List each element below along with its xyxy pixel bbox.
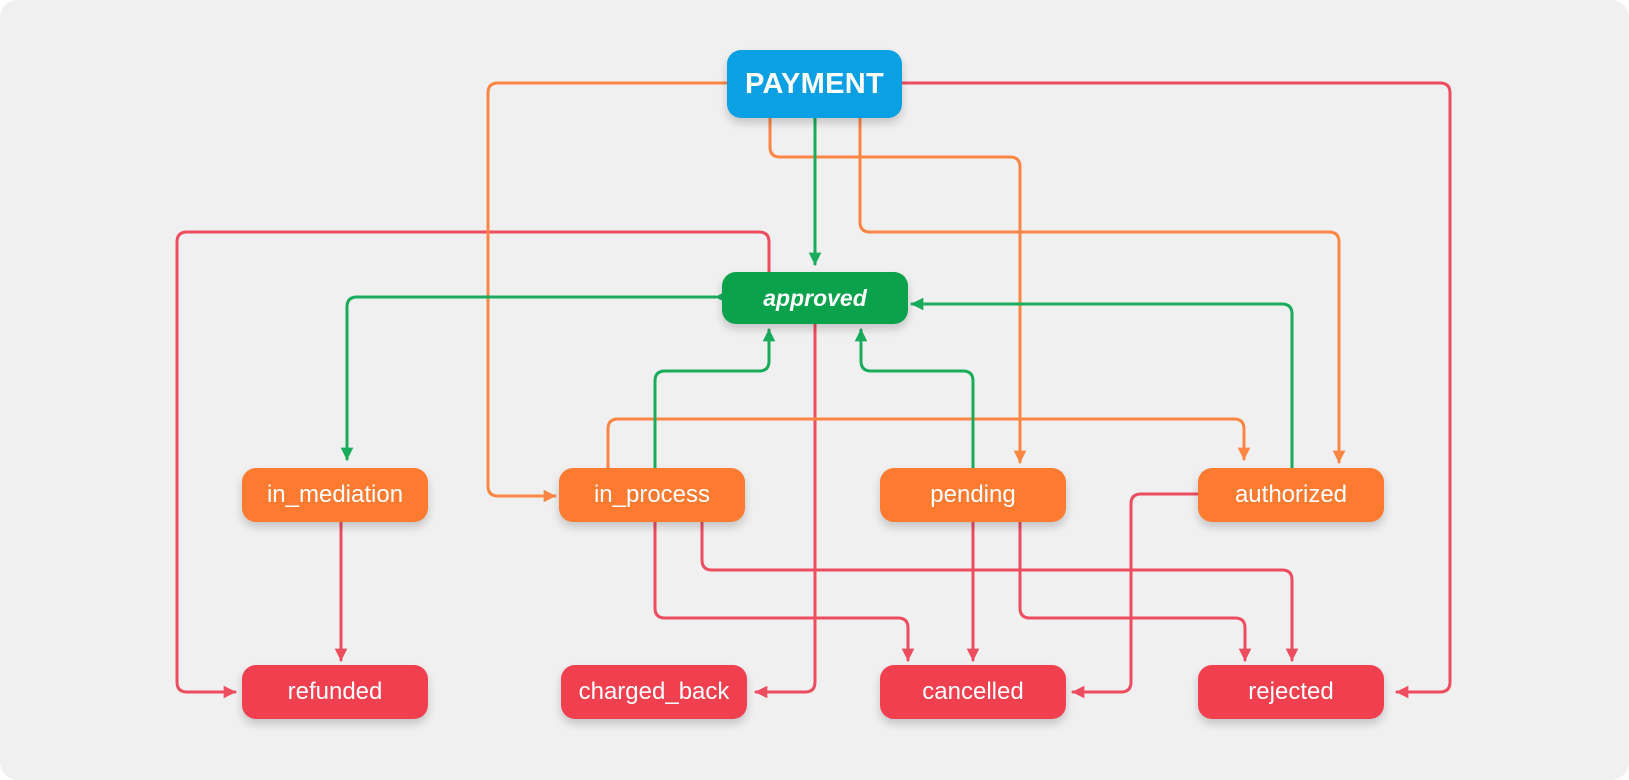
edge-payment-pending [768, 116, 1027, 464]
edge-payment-in-process [486, 81, 729, 503]
edge-in-process-approved [653, 328, 776, 470]
node-in-mediation: in_mediation [242, 468, 428, 522]
node-in-process: in_process [559, 468, 745, 522]
edge-authorized-cancelled [1071, 492, 1200, 699]
edge-approved-in-mediation [340, 290, 728, 461]
edge-in-process-rejected [700, 519, 1299, 662]
node-cancelled: cancelled [880, 665, 1066, 719]
edge-in-process-cancelled [653, 519, 915, 662]
edge-approved-charged-back [754, 320, 817, 699]
edge-payment-rejected [898, 81, 1452, 699]
edge-authorized-approved [910, 297, 1294, 470]
node-pending: pending [880, 468, 1066, 522]
node-rejected: rejected [1198, 665, 1384, 719]
node-payment: PAYMENT [727, 50, 902, 118]
edge-payment-authorized [858, 116, 1346, 464]
node-refunded: refunded [242, 665, 428, 719]
edge-approved-refunded [175, 230, 771, 699]
edge-pending-approved [854, 328, 975, 470]
node-charged-back: charged_back [561, 665, 747, 719]
node-authorized: authorized [1198, 468, 1384, 522]
node-approved: approved [722, 272, 908, 324]
edge-in-process-authorized [606, 417, 1251, 470]
